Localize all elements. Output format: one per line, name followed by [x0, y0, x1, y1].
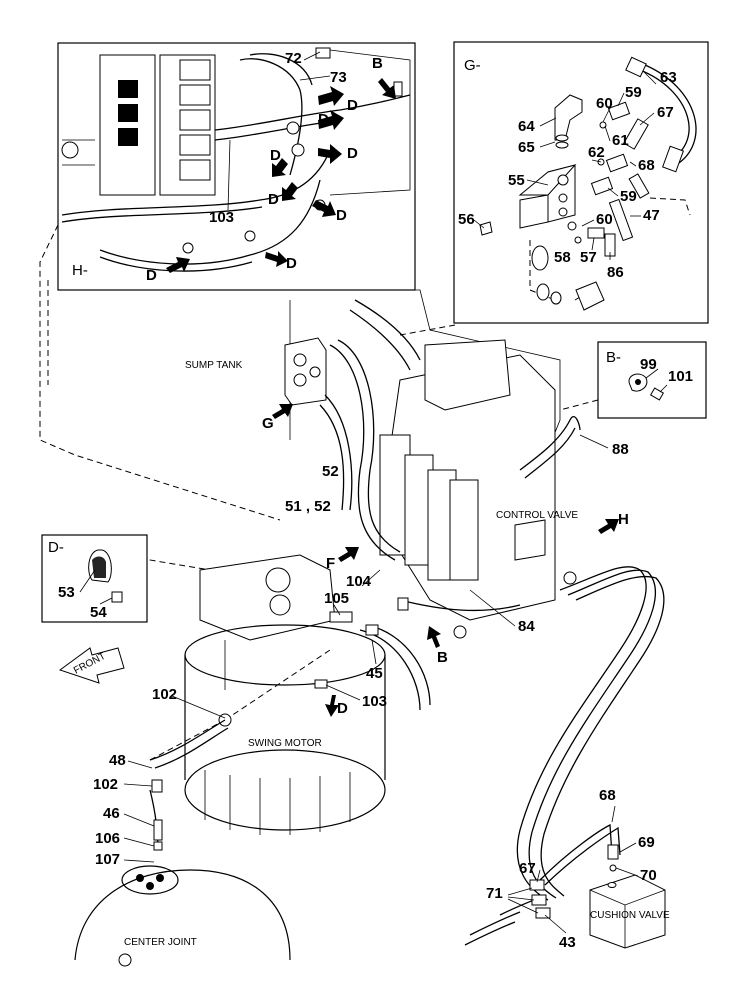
view-d5-letter: D: [268, 191, 279, 208]
view-d2-letter: D: [318, 111, 329, 128]
view-d7-letter: D: [286, 255, 297, 272]
inset-h-control-valve: [99, 54, 216, 196]
control-valve-label: CONTROL VALVE: [496, 510, 578, 521]
part-58-label: 58: [554, 249, 571, 266]
inset-b: [597, 341, 707, 419]
part-60b-label: 60: [596, 211, 613, 228]
part-101-label: 101: [668, 368, 693, 385]
part-48-label: 48: [109, 752, 126, 769]
view-f-letter: F: [326, 555, 335, 572]
part-84-label: 84: [518, 618, 535, 635]
part-103-main-label: 103: [362, 693, 387, 710]
inset-g-title: G-: [464, 57, 481, 74]
sump-tank-label: SUMP TANK: [185, 360, 243, 371]
view-d-main-letter: D: [337, 700, 348, 717]
view-b-inset-letter: B: [372, 55, 383, 72]
view-b-main-letter: B: [437, 649, 448, 666]
inset-h-title: H-: [72, 262, 88, 279]
part-53-label: 53: [58, 584, 75, 601]
view-h-letter: H: [618, 511, 629, 528]
part-52-label: 52: [322, 463, 339, 480]
inset-h: [57, 42, 416, 291]
view-d8-letter: D: [146, 267, 157, 284]
part-70-label: 70: [640, 867, 657, 884]
part-59b-label: 59: [620, 188, 637, 205]
part-68-main-label: 68: [599, 787, 616, 804]
part-72-label: 72: [285, 50, 302, 67]
view-d3-letter: D: [347, 145, 358, 162]
part-71-label: 71: [486, 885, 503, 902]
part-60a-label: 60: [596, 95, 613, 112]
main-assembly: [58, 289, 666, 967]
part-55-label: 55: [508, 172, 525, 189]
part-64-label: 64: [518, 118, 535, 135]
part-65-label: 65: [518, 139, 535, 156]
part-102b-label: 102: [93, 776, 118, 793]
part-51-52-label: 51 , 52: [285, 498, 331, 515]
part-68-inset-label: 68: [638, 157, 655, 174]
part-67-main-label: 67: [519, 860, 536, 877]
cushion-valve-label: CUSHION VALVE: [590, 910, 670, 921]
part-56-label: 56: [458, 211, 475, 228]
part-62-label: 62: [588, 144, 605, 161]
part-69-label: 69: [638, 834, 655, 851]
view-d1-letter: D: [347, 97, 358, 114]
part-67-inset-label: 67: [657, 104, 674, 121]
part-47-label: 47: [643, 207, 660, 224]
leader-lines: [79, 51, 668, 934]
part-73-label: 73: [330, 69, 347, 86]
part-46-label: 46: [103, 805, 120, 822]
part-86-label: 86: [607, 264, 624, 281]
part-54-label: 54: [90, 604, 107, 621]
view-d4-letter: D: [270, 147, 281, 164]
part-107-label: 107: [95, 851, 120, 868]
part-88-label: 88: [612, 441, 629, 458]
part-45-label: 45: [366, 665, 383, 682]
view-d6-letter: D: [336, 207, 347, 224]
center-joint-label: CENTER JOINT: [124, 937, 197, 948]
inset-g: [453, 41, 709, 324]
part-59a-label: 59: [625, 84, 642, 101]
part-105-label: 105: [324, 590, 349, 607]
swing-motor-label: SWING MOTOR: [248, 738, 322, 749]
part-63-label: 63: [660, 69, 677, 86]
inset-b-title: B-: [606, 349, 621, 366]
part-99-label: 99: [640, 356, 657, 373]
part-57-label: 57: [580, 249, 597, 266]
inset-d: [41, 534, 148, 623]
part-61-label: 61: [612, 132, 629, 149]
part-104-label: 104: [346, 573, 372, 590]
part-102a-label: 102: [152, 686, 177, 703]
part-106-label: 106: [95, 830, 120, 847]
inset-d-title: D-: [48, 539, 64, 556]
part-103-inset-label: 103: [209, 209, 234, 226]
view-g-letter: G: [262, 415, 274, 432]
part-43-label: 43: [559, 934, 576, 951]
